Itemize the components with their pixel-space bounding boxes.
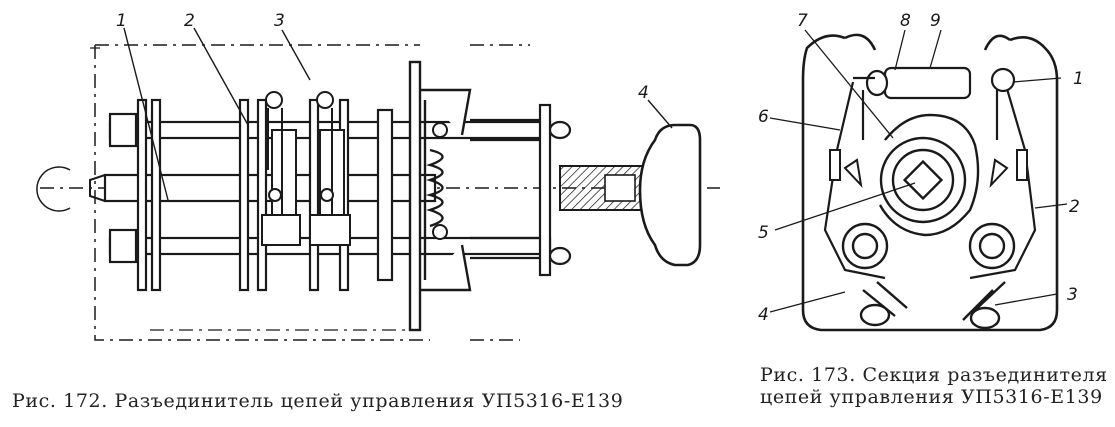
callout-173-6: 6 — [758, 107, 769, 127]
figure-173: 1 2 3 4 5 6 7 8 9 Рис. 173. Секция разъе… — [745, 0, 1115, 427]
figure-172: 1 2 3 4 Рис. 172. Разъединитель цепей уп… — [12, 11, 720, 412]
figure-173-caption-line-1: Рис. 173. Секция разъединителя — [760, 364, 1108, 386]
callout-173-1: 1 — [1073, 69, 1084, 89]
right-bracket — [470, 103, 572, 277]
callout-173-2: 2 — [1069, 197, 1080, 217]
top-contact — [853, 66, 1016, 100]
callout-leaders — [123, 27, 673, 201]
contact-levers — [823, 81, 1037, 280]
contact-assemblies — [261, 91, 351, 246]
callout-173-5: 5 — [758, 223, 769, 243]
callout-173-3: 3 — [1067, 285, 1078, 305]
disconnector-side-view-drawing: 1 2 3 4 — [36, 11, 720, 341]
callout-173-9: 9 — [930, 11, 941, 31]
mounting-flange — [408, 60, 472, 332]
callout-173-8: 8 — [900, 11, 911, 31]
end-nuts-left — [108, 112, 138, 264]
callout-1: 1 — [116, 11, 127, 31]
callout-173-4: 4 — [758, 305, 769, 325]
axis-end-cap — [36, 166, 71, 212]
callout-leaders-173 — [769, 29, 1068, 313]
callout-4: 4 — [638, 83, 649, 103]
figure-173-caption: Рис. 173. Секция разъединителя цепей упр… — [760, 364, 1108, 408]
callout-2: 2 — [184, 11, 195, 31]
housing-outline — [90, 44, 530, 341]
side-springs — [829, 149, 1028, 189]
callout-3: 3 — [274, 11, 285, 31]
figure-172-caption: Рис. 172. Разъединитель цепей управления… — [12, 390, 624, 412]
terminal-bolts — [841, 222, 1016, 330]
handle-knob — [638, 123, 702, 267]
callout-173-7: 7 — [797, 11, 808, 31]
figure-173-caption-line-2: цепей управления УП5316-Е139 — [760, 386, 1103, 408]
cam-disc — [878, 113, 980, 237]
return-spring — [425, 148, 444, 228]
disconnector-section-drawing: 1 2 3 4 5 6 7 8 9 — [758, 11, 1084, 332]
